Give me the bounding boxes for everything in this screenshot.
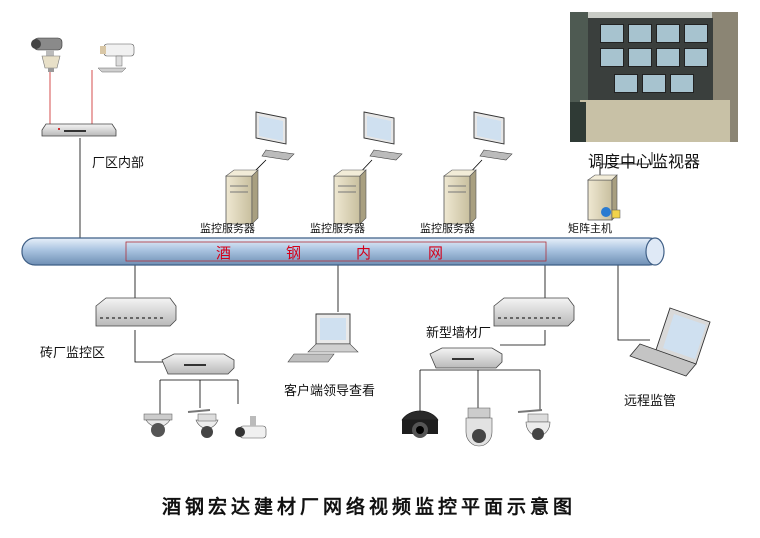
network-switch-icon — [493, 297, 575, 327]
label-brick-zone: 砖厂监控区 — [40, 346, 106, 361]
server-tower-icon — [333, 169, 367, 225]
network-name-char: 钢 — [286, 244, 302, 262]
photo-operator — [570, 102, 586, 142]
network-switch-icon — [161, 353, 235, 375]
laptop-icon — [629, 307, 711, 377]
label-dispatch-monitor: 调度中心监视器 — [588, 152, 701, 171]
network-switch-icon — [95, 297, 177, 327]
photo-screen — [656, 48, 680, 67]
dome-camera-icon — [401, 410, 439, 438]
dome-camera-icon — [517, 409, 551, 440]
label-client-view: 客户端领导查看 — [284, 384, 376, 399]
photo-screen — [600, 24, 624, 43]
connection-lines — [79, 138, 653, 416]
server-tower-icon — [225, 169, 259, 225]
label-matrix-host: 矩阵主机 — [568, 222, 612, 235]
bullet-camera-icon — [97, 43, 135, 73]
dome-camera-icon — [187, 409, 219, 438]
camera-cables — [49, 70, 93, 126]
diagram-title: 酒钢宏达建材厂网络视频监控平面示意图 — [162, 496, 577, 518]
label-factory-inside: 厂区内部 — [92, 156, 145, 171]
photo-screen — [642, 74, 666, 93]
label-server-3: 监控服务器 — [420, 222, 475, 235]
network-switch-icon — [429, 347, 503, 369]
monitor-icon — [363, 111, 403, 161]
matrix-host-icon — [587, 174, 621, 221]
server-tower-icon — [443, 169, 477, 225]
label-server-2: 监控服务器 — [310, 222, 365, 235]
network-switch-icon — [41, 123, 117, 137]
network-name-char: 酒 — [216, 244, 232, 262]
ptz-camera-icon — [31, 37, 63, 72]
photo-console-desk — [580, 100, 730, 142]
server-group-1 — [225, 111, 295, 225]
photo-screen — [684, 24, 708, 43]
network-name-char: 网 — [428, 244, 444, 262]
network-name-char: 内 — [356, 244, 372, 262]
label-remote-monitor: 远程监管 — [624, 394, 677, 409]
server-group-3 — [443, 111, 513, 225]
photo-screen — [656, 24, 680, 43]
label-wall-material: 新型墙材厂 — [426, 326, 492, 341]
photo-screen — [628, 48, 652, 67]
dome-camera-icon — [143, 413, 173, 437]
label-server-1: 监控服务器 — [200, 222, 255, 235]
photo-screen — [684, 48, 708, 67]
photo-screen — [670, 74, 694, 93]
control-room-photo — [570, 12, 738, 142]
monitor-icon — [255, 111, 295, 161]
network-pipe — [21, 237, 665, 266]
ptz-camera-icon — [465, 407, 493, 447]
photo-screen — [600, 48, 624, 67]
desktop-computer-icon — [287, 313, 359, 363]
photo-screen — [628, 24, 652, 43]
photo-screen — [614, 74, 638, 93]
server-group-2 — [333, 111, 403, 225]
bullet-camera-icon — [235, 416, 267, 439]
monitor-icon — [473, 111, 513, 161]
